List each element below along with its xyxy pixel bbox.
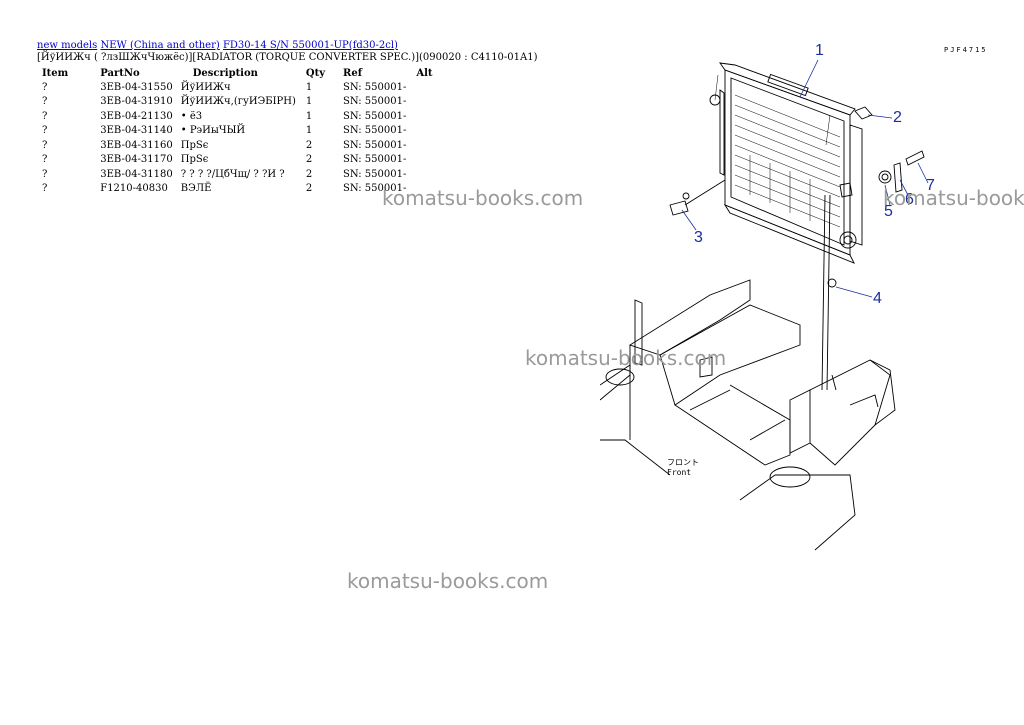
table-row: ? F1210-40830 ВЭЛЁ 2 SN: 550001- [36, 182, 437, 197]
col-ref: Ref [343, 67, 362, 79]
cell-item: ? [42, 183, 48, 195]
callout-leaders [681, 59, 929, 298]
cell-ref: SN: 550001- [343, 110, 407, 122]
cell-qty: 2 [305, 154, 313, 166]
cell-partno: 3EB-04-31170 [100, 154, 173, 166]
cell-description: ЙўИИЖч [180, 81, 231, 93]
cell-item: ? [42, 168, 48, 180]
cell-item: ? [42, 125, 48, 137]
cell-ref: SN: 550001- [343, 183, 407, 195]
page-title: [ЙўИИЖч ( ?лзШЖчЧюжёс)][RADIATOR (TORQUE… [37, 52, 538, 63]
truck-frame [600, 279, 896, 551]
cell-description: • ё3 [180, 110, 203, 122]
col-alt: Alt [416, 67, 433, 79]
cell-item: ? [42, 139, 48, 151]
cell-ref: SN: 550001- [343, 81, 407, 93]
watermark: komatsu-books.com [382, 186, 584, 210]
front-direction-label: フロント Front [667, 458, 699, 478]
cell-qty: 1 [305, 81, 313, 93]
col-partno: PartNo [100, 67, 140, 79]
cell-item: ? [42, 154, 48, 166]
cell-ref: SN: 550001- [343, 168, 407, 180]
cell-qty: 2 [305, 168, 313, 180]
cell-partno: 3EB-04-21130 [100, 110, 173, 122]
cell-alt [410, 153, 436, 168]
cell-alt [410, 138, 436, 153]
radiator-exploded-diagram [600, 62, 925, 551]
callout-4: 4 [873, 290, 882, 307]
cell-alt [410, 95, 436, 110]
table-header-row: Item PartNo Description Qty Ref Alt [36, 66, 437, 80]
callout-2: 2 [893, 109, 902, 126]
cell-ref: SN: 550001- [343, 154, 407, 166]
callout-5: 5 [884, 203, 893, 220]
front-label-jp: フロント [667, 458, 699, 467]
col-item: Item [42, 67, 69, 79]
cell-description: ПрЅє [180, 154, 209, 166]
watermark: komatsu-books.com [525, 346, 727, 370]
drain-pipe [821, 194, 837, 391]
breadcrumb-link-model[interactable]: FD30-14 S/N 550001-UP(fd30-2cl) [222, 40, 398, 51]
table-row: ? 3EB-04-31910 ЙўИИЖч,(гуИЭБІРН) 1 SN: 55000… [36, 95, 437, 110]
drawing-ref-code: PJF4715 [944, 46, 988, 54]
cell-qty: 1 [305, 110, 313, 122]
table-row: ? 3EB-04-31550 ЙўИИЖч 1 SN: 550001- [36, 80, 437, 95]
cell-partno: F1210-40830 [100, 183, 168, 195]
callout-3: 3 [694, 229, 703, 246]
cell-description: ? ? ? ?/ЦбЧщ/ ? ?И ? [180, 168, 285, 180]
cell-alt [410, 80, 436, 95]
radiator-core [709, 62, 863, 264]
breadcrumb-link-new-models[interactable]: new models [37, 40, 98, 51]
table-row: ? 3EB-04-31160 ПрЅє 2 SN: 550001- [36, 138, 437, 153]
small-parts [669, 106, 925, 216]
cell-partno: 3EB-04-31910 [100, 96, 173, 108]
cell-partno: 3EB-04-31550 [100, 81, 173, 93]
cell-qty: 2 [305, 139, 313, 151]
col-qty: Qty [305, 67, 326, 79]
cell-partno: 3EB-04-31140 [100, 125, 173, 137]
callout-7: 7 [926, 177, 935, 194]
watermark: komatsu-books.com [347, 569, 549, 593]
cell-qty: 1 [305, 125, 313, 137]
watermark: komatsu-books.com [883, 186, 1024, 210]
cell-qty: 1 [305, 96, 313, 108]
cell-description: • РэИыЧЫЙ [180, 125, 246, 137]
cell-description: ПрЅє [180, 139, 209, 151]
callout-1: 1 [815, 42, 824, 59]
cell-item: ? [42, 96, 48, 108]
cell-alt [410, 167, 436, 182]
breadcrumb: new models NEW (China and other) FD30-14… [37, 40, 398, 51]
cell-ref: SN: 550001- [343, 139, 407, 151]
parts-table: Item PartNo Description Qty Ref Alt ? 3EB… [36, 66, 437, 196]
table-row: ? 3EB-04-31170 ПрЅє 2 SN: 550001- [36, 153, 437, 168]
cell-partno: 3EB-04-31160 [100, 139, 173, 151]
cell-description: ВЭЛЁ [180, 183, 212, 195]
cell-item: ? [42, 110, 48, 122]
cell-alt [410, 124, 436, 139]
col-description: Description [192, 67, 258, 79]
cell-description: ЙўИИЖч,(гуИЭБІРН) [180, 96, 296, 108]
cell-ref: SN: 550001- [343, 96, 407, 108]
callout-6: 6 [905, 191, 914, 208]
cell-qty: 2 [305, 183, 313, 195]
table-row: ? 3EB-04-21130 • ё3 1 SN: 550001- [36, 109, 437, 124]
table-row: ? 3EB-04-31180 ? ? ? ?/ЦбЧщ/ ? ?И ? 2 SN: 55… [36, 167, 437, 182]
front-label-en: Front [667, 468, 692, 477]
cell-ref: SN: 550001- [343, 125, 407, 137]
breadcrumb-link-new-china[interactable]: NEW (China and other) [100, 40, 220, 51]
table-row: ? 3EB-04-31140 • РэИыЧЫЙ 1 SN: 550001- [36, 124, 437, 139]
cell-partno: 3EB-04-31180 [100, 168, 173, 180]
cell-alt [410, 109, 436, 124]
cell-item: ? [42, 81, 48, 93]
